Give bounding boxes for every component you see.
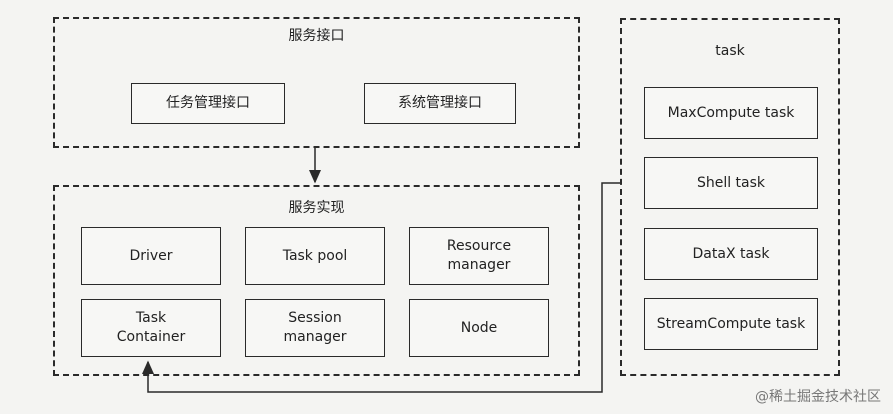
service-impl-title: 服务实现: [288, 200, 345, 216]
task-container-box: Task Container: [81, 299, 221, 357]
task-group-title: task: [715, 43, 745, 59]
session-manager-box: Session manager: [245, 299, 385, 357]
node-box: Node: [409, 299, 549, 357]
shell-task-box: Shell task: [644, 157, 818, 209]
service-interface-title: 服务接口: [288, 28, 345, 44]
service-interface-group: 服务接口 任务管理接口 系统管理接口: [53, 17, 580, 148]
driver-box: Driver: [81, 227, 221, 285]
system-management-interface-box: 系统管理接口: [364, 83, 516, 124]
service-impl-group: 服务实现 Driver Task pool Resource manager T…: [53, 185, 580, 376]
task-pool-box: Task pool: [245, 227, 385, 285]
datax-task-box: DataX task: [644, 228, 818, 280]
streamcompute-task-box: StreamCompute task: [644, 298, 818, 350]
task-group: task MaxCompute task Shell task DataX ta…: [620, 18, 840, 376]
watermark: @稀土掘金技术社区: [755, 389, 881, 405]
task-management-interface-box: 任务管理接口: [131, 83, 285, 124]
resource-manager-box: Resource manager: [409, 227, 549, 285]
maxcompute-task-box: MaxCompute task: [644, 87, 818, 139]
